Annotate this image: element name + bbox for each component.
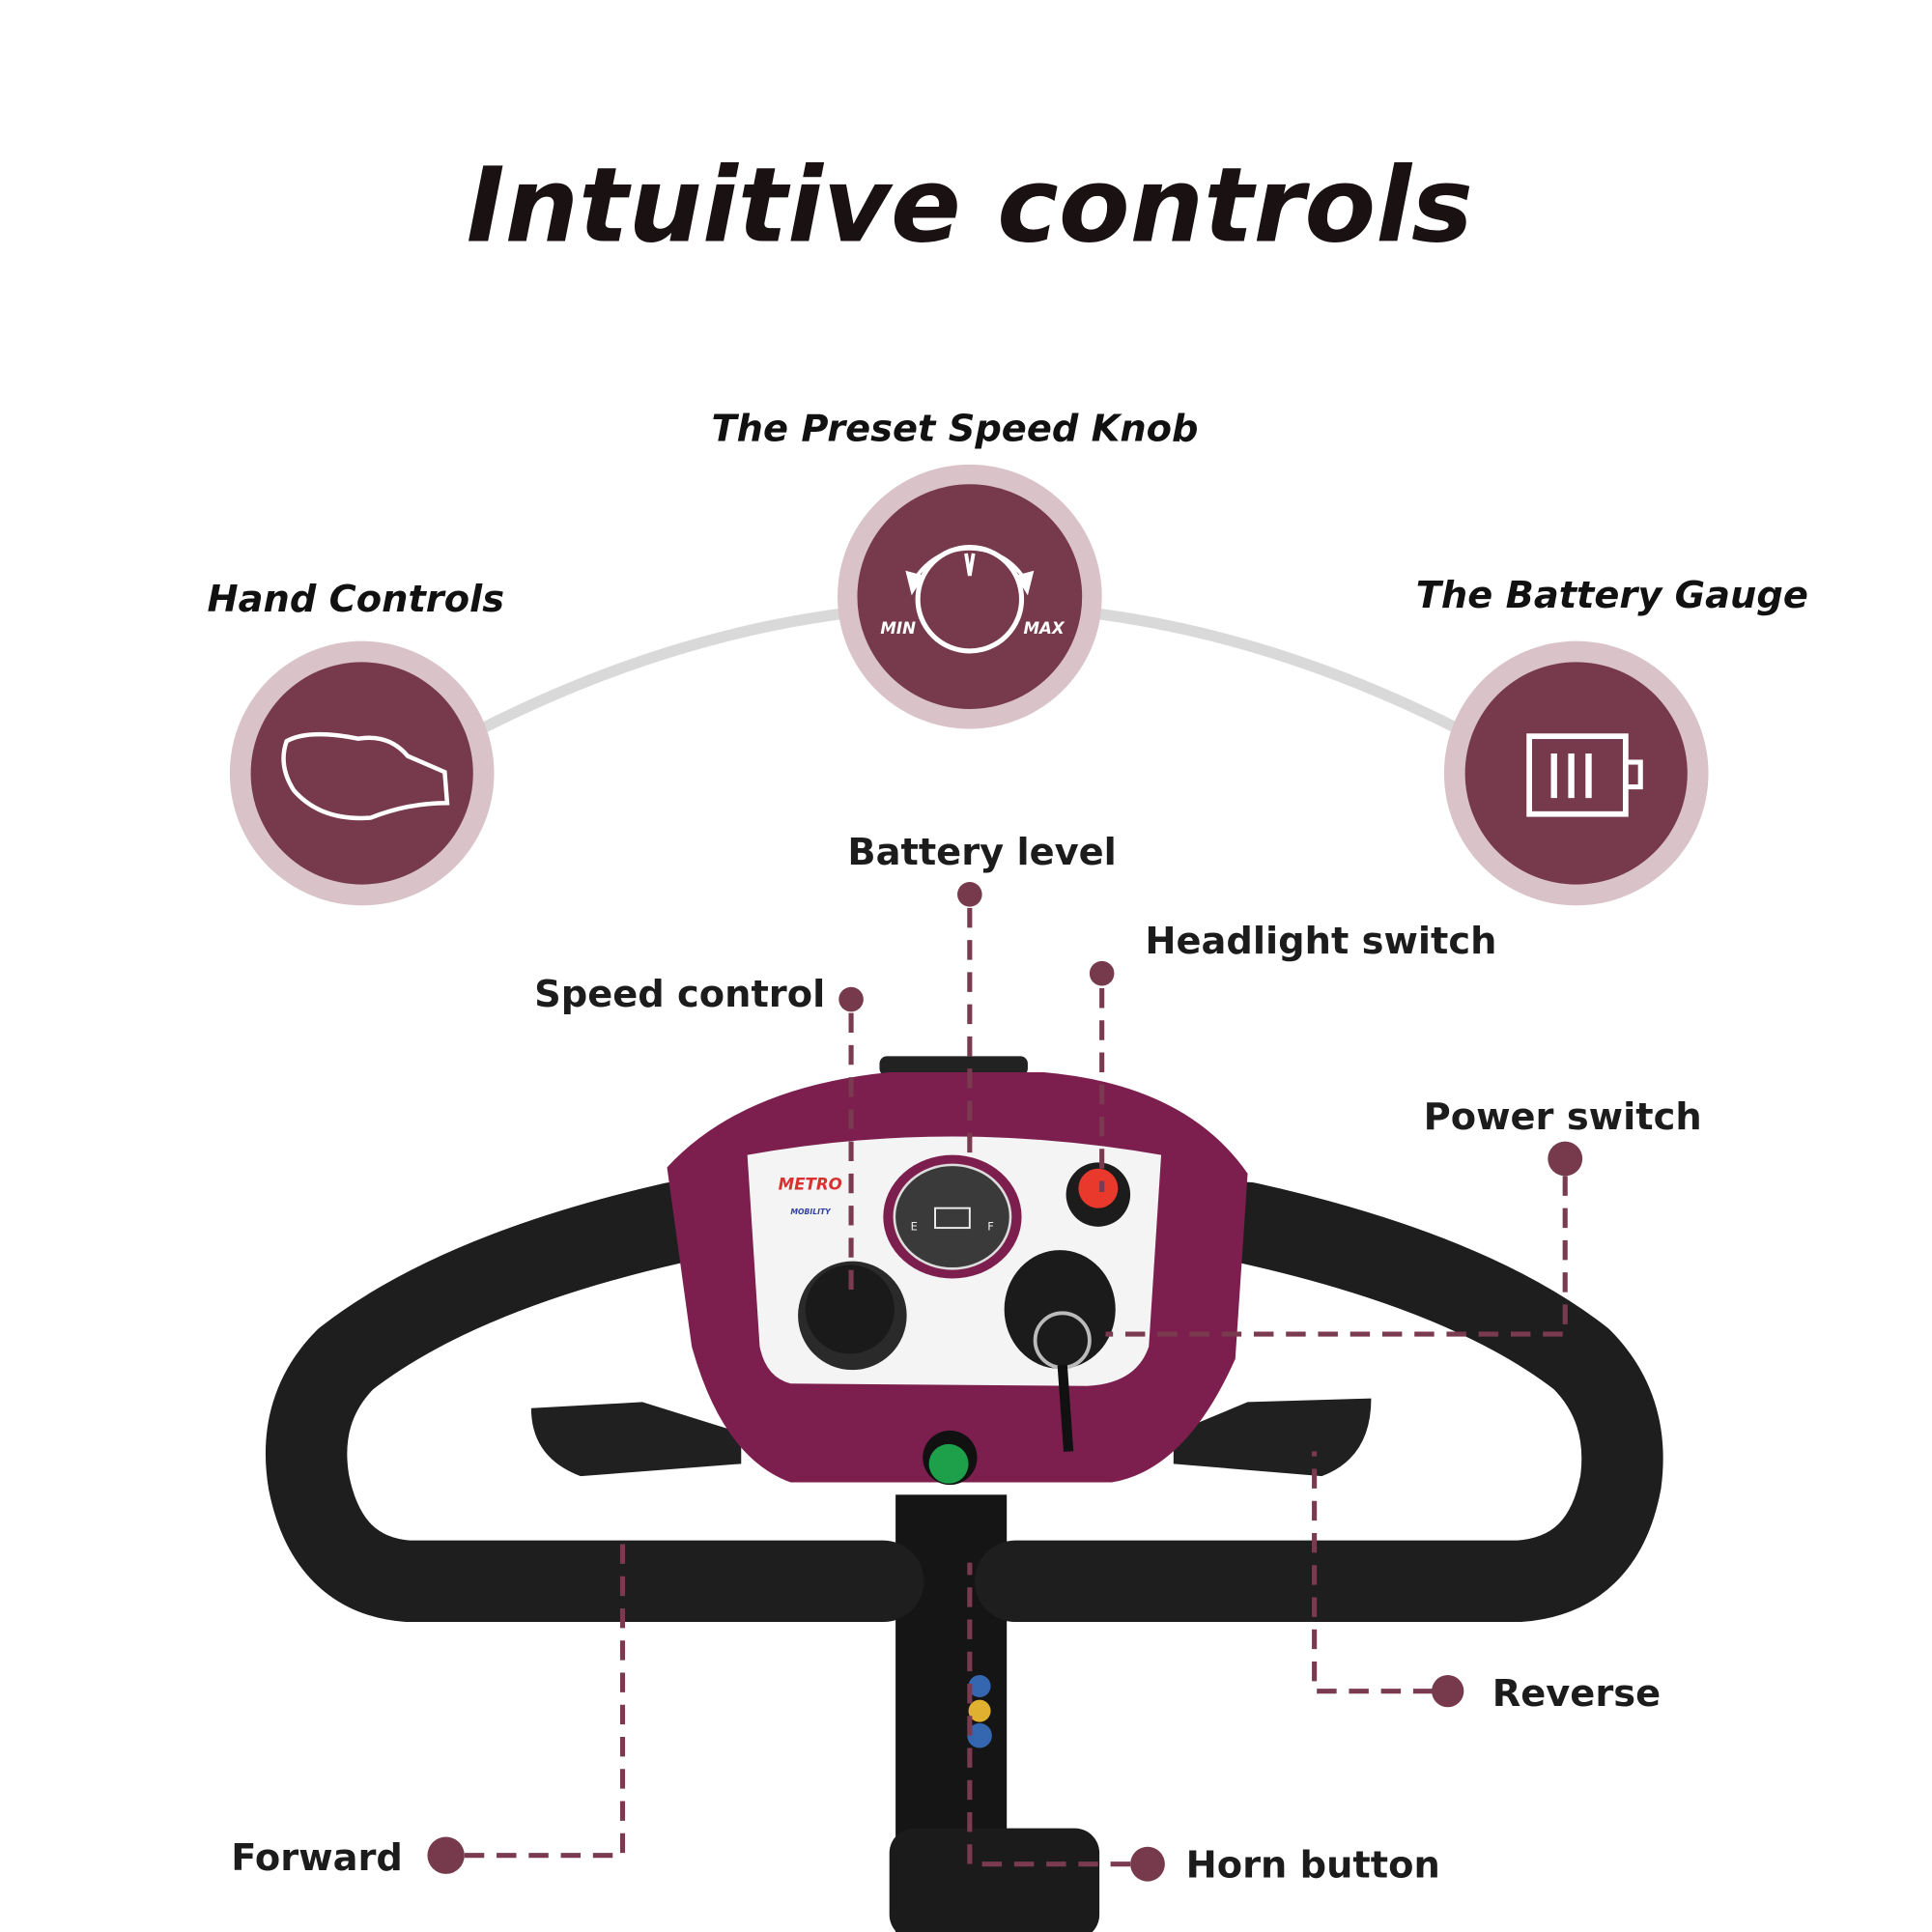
hand-grip-icon: [281, 731, 450, 821]
callout-battery-level: Battery level: [847, 831, 1117, 1162]
callout-label: Reverse: [1492, 1672, 1661, 1716]
callout-label: Horn button: [1186, 1844, 1440, 1888]
callout-label: Battery level: [847, 831, 1116, 874]
callout-speed-control: Speed control: [534, 973, 864, 1297]
callout-headlight-switch: Headlight switch: [1089, 920, 1496, 1193]
headlight-switch-button[interactable]: [1065, 1162, 1131, 1227]
feature-hand-controls: Hand Controls: [208, 578, 505, 906]
battery-level-gauge: E F: [883, 1154, 1022, 1279]
gauge-empty-label: E: [911, 1220, 918, 1234]
callout-label: Speed control: [534, 973, 825, 1016]
max-label: MAX: [1023, 619, 1065, 638]
feature-speed-knob: The Preset Speed Knob MIN MAX: [711, 408, 1199, 729]
left-handlebar: [265, 1181, 924, 1623]
callout-label: Forward: [231, 1836, 403, 1880]
brand-logo: METRO: [779, 1175, 842, 1193]
feature-battery-gauge: The Battery Gauge: [1416, 574, 1808, 906]
gauge-full-label: F: [987, 1220, 994, 1234]
min-label: MIN: [880, 619, 916, 638]
forward-lever: [530, 1402, 742, 1477]
power-key-switch[interactable]: [1004, 1250, 1116, 1452]
feature-label: The Preset Speed Knob: [711, 408, 1198, 451]
right-handlebar: [974, 1181, 1663, 1623]
brand-sub: MOBILITY: [790, 1208, 832, 1216]
callout-label: Power switch: [1424, 1095, 1702, 1139]
battery-icon: [1526, 733, 1643, 817]
callout-reverse: Reverse: [1312, 1451, 1661, 1716]
feature-label: Hand Controls: [208, 578, 505, 621]
callout-horn-button: Horn button: [967, 1562, 1440, 1888]
speed-control-knob[interactable]: [798, 1261, 907, 1371]
callout-forward: Forward: [231, 1538, 626, 1880]
speed-dial-icon: MIN MAX: [880, 544, 1065, 654]
feature-label: The Battery Gauge: [1416, 574, 1808, 617]
scooter-tiller-photo: METRO MOBILITY E F: [265, 1056, 1663, 1932]
horn-button[interactable]: [923, 1430, 978, 1486]
callout-label: Headlight switch: [1145, 920, 1496, 963]
reverse-lever: [1173, 1398, 1372, 1477]
callout-power-switch: Power switch: [1105, 1095, 1702, 1337]
page-title: Intuitive controls: [467, 145, 1473, 266]
